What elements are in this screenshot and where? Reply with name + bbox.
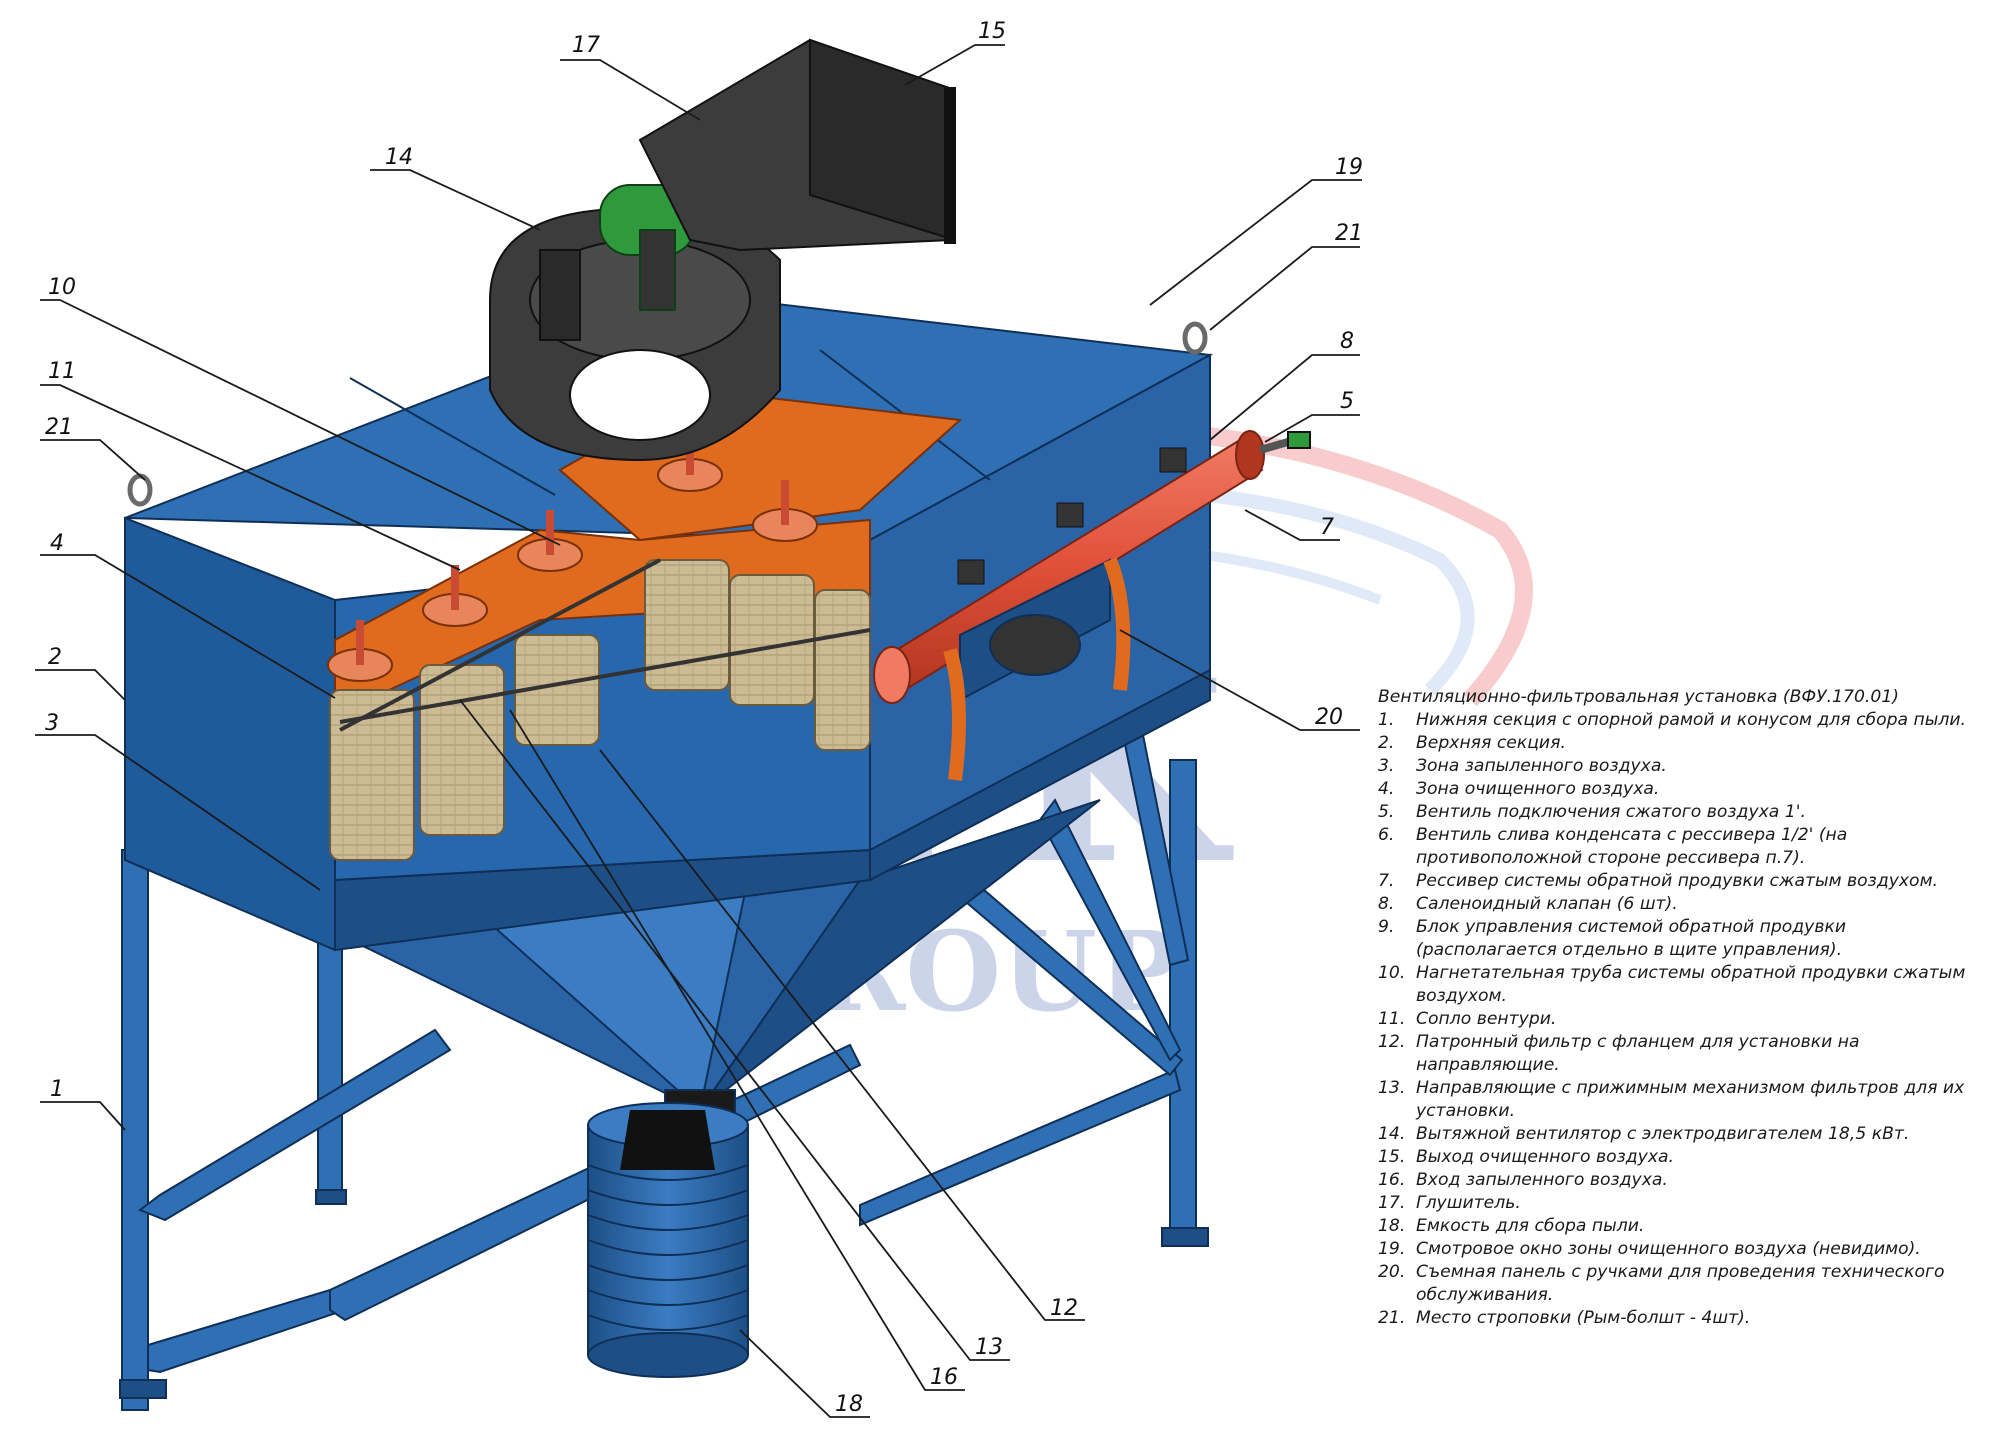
callout-10: 10: [48, 275, 76, 300]
callout-5: 5: [1340, 389, 1354, 414]
legend-item-number: 6.: [1378, 825, 1395, 845]
legend-item: 7. Рессивер системы обратной продувки сжа…: [1378, 870, 1978, 893]
legend-item-text: Выход очищенного воздуха.: [1416, 1147, 1675, 1167]
legend-item-number: 7.: [1378, 871, 1395, 891]
legend-item: 5. Вентиль подключения сжатого воздуха 1'…: [1378, 801, 1978, 824]
legend-title: Вентиляционно-фильтровальная установка (…: [1378, 687, 1899, 707]
legend-item-number: 19.: [1378, 1239, 1406, 1259]
cartridge-filters: [329, 559, 871, 861]
callout-18: 18: [835, 1392, 863, 1417]
legend-item-text: Место строповки (Рым-болшт - 4шт).: [1416, 1308, 1751, 1328]
callout-11: 11: [48, 359, 76, 384]
callout-7: 7: [1320, 515, 1334, 540]
callout-13: 13: [975, 1335, 1003, 1360]
legend-item: 3. Зона запыленного воздуха.: [1378, 755, 1978, 778]
legend-item: 12. Патронный фильтр с фланцем для устано…: [1378, 1031, 1978, 1077]
legend-item: 9. Блок управления системой обратной прод…: [1378, 916, 1978, 962]
legend-item-text: Зона очищенного воздуха.: [1416, 779, 1660, 799]
legend-item-text: Вентиль слива конденсата с рессивера 1/2…: [1416, 825, 1848, 868]
legend-item-text: Саленоидный клапан (6 шт).: [1416, 894, 1678, 914]
legend-list: 1. Нижняя секция с опорной рамой и конусо…: [1378, 709, 1978, 1330]
legend-item: 8. Саленоидный клапан (6 шт).: [1378, 893, 1978, 916]
legend-item-text: Нижняя секция с опорной рамой и конусом …: [1416, 710, 1966, 730]
legend-item-number: 17.: [1378, 1193, 1406, 1213]
legend-item-text: Глушитель.: [1416, 1193, 1521, 1213]
legend-item-text: Съемная панель с ручками для проведения …: [1416, 1262, 1945, 1305]
callout-4: 4: [50, 531, 64, 556]
legend-item: 15. Выход очищенного воздуха.: [1378, 1146, 1978, 1169]
legend-item-number: 13.: [1378, 1078, 1406, 1098]
legend-item-number: 5.: [1378, 802, 1395, 822]
legend-item-number: 8.: [1378, 894, 1395, 914]
callout-14: 14: [385, 145, 413, 170]
legend-item: 10. Нагнетательная труба системы обратной…: [1378, 962, 1978, 1008]
callout-17: 17: [572, 33, 600, 58]
legend-item-text: Сопло вентури.: [1416, 1009, 1557, 1029]
legend-item-number: 9.: [1378, 917, 1395, 937]
legend-item-text: Рессивер системы обратной продувки сжаты…: [1416, 871, 1938, 891]
dust-container: [587, 1102, 749, 1378]
legend-item-number: 15.: [1378, 1147, 1406, 1167]
callout-leaders: [35, 44, 1362, 1418]
legend-item-text: Вентиль подключения сжатого воздуха 1'.: [1416, 802, 1806, 822]
legend-item-number: 2.: [1378, 733, 1395, 753]
legend-item-text: Блок управления системой обратной продув…: [1416, 917, 1847, 960]
legend-item: 18. Емкость для сбора пыли.: [1378, 1215, 1978, 1238]
legend-item: 21. Место строповки (Рым-болшт - 4шт).: [1378, 1307, 1978, 1330]
legend-item-text: Направляющие с прижимным механизмом филь…: [1416, 1078, 1965, 1121]
legend-item-number: 11.: [1378, 1009, 1406, 1029]
guide-rails: [339, 558, 871, 732]
legend-item-number: 4.: [1378, 779, 1395, 799]
legend-item-number: 10.: [1378, 963, 1406, 983]
legend-item: 16. Вход запыленного воздуха.: [1378, 1169, 1978, 1192]
dust-hopper-cone: [326, 678, 1101, 1131]
legend-item-number: 14.: [1378, 1124, 1406, 1144]
parts-legend: Вентиляционно-фильтровальная установка (…: [1378, 686, 1978, 1330]
legend-item-number: 1.: [1378, 710, 1395, 730]
callout-16: 16: [930, 1365, 958, 1390]
legend-item: 6. Вентиль слива конденсата с рессивера 1…: [1378, 824, 1978, 870]
legend-item: 2. Верхняя секция.: [1378, 732, 1978, 755]
legend-item: 1. Нижняя секция с опорной рамой и конусо…: [1378, 709, 1978, 732]
air-inlet-valve: [1258, 431, 1311, 454]
legend-item-number: 16.: [1378, 1170, 1406, 1190]
legend-item-number: 18.: [1378, 1216, 1406, 1236]
callout-21-right: 21: [1335, 221, 1363, 246]
legend-item-text: Емкость для сбора пыли.: [1416, 1216, 1645, 1236]
legend-item: 19. Смотровое окно зоны очищенного воздух…: [1378, 1238, 1978, 1261]
legend-item-number: 12.: [1378, 1032, 1406, 1052]
legend-item-number: 21.: [1378, 1308, 1406, 1328]
legend-item-text: Зона запыленного воздуха.: [1416, 756, 1667, 776]
callout-12: 12: [1050, 1296, 1078, 1321]
callout-2: 2: [48, 645, 62, 670]
legend-item: 13. Направляющие с прижимным механизмом ф…: [1378, 1077, 1978, 1123]
callout-8: 8: [1340, 329, 1354, 354]
callout-20: 20: [1315, 705, 1343, 730]
legend-item-text: Верхняя секция.: [1416, 733, 1566, 753]
callout-15: 15: [978, 19, 1006, 44]
legend-item: 20. Съемная панель с ручками для проведен…: [1378, 1261, 1978, 1307]
callout-21-left: 21: [45, 415, 73, 440]
callout-1: 1: [50, 1077, 64, 1102]
legend-item-text: Вытяжной вентилятор с электродвигателем …: [1416, 1124, 1910, 1144]
panel-handles: [943, 557, 1131, 781]
legend-item: 4. Зона очищенного воздуха.: [1378, 778, 1978, 801]
callout-3: 3: [45, 711, 59, 736]
legend-item-text: Патронный фильтр с фланцем для установки…: [1416, 1032, 1860, 1075]
legend-item-number: 3.: [1378, 756, 1395, 776]
legend-item-text: Смотровое окно зоны очищенного воздуха (…: [1416, 1239, 1921, 1259]
legend-item-number: 20.: [1378, 1262, 1406, 1282]
legend-item: 11. Сопло вентури.: [1378, 1008, 1978, 1031]
legend-item-text: Вход запыленного воздуха.: [1416, 1170, 1668, 1190]
exhaust-fan: [489, 207, 781, 462]
legend-item: 14. Вытяжной вентилятор с электродвигател…: [1378, 1123, 1978, 1146]
callout-numbers: 1 2 3 4 21 10 11 14 17 15 19 21 8 5 7 20…: [45, 19, 1363, 1417]
legend-item-text: Нагнетательная труба системы обратной пр…: [1416, 963, 1966, 1006]
solenoid-valves: [957, 447, 1187, 585]
legend-item: 17. Глушитель.: [1378, 1192, 1978, 1215]
silencer-duct: [638, 38, 956, 252]
callout-19: 19: [1335, 155, 1363, 180]
